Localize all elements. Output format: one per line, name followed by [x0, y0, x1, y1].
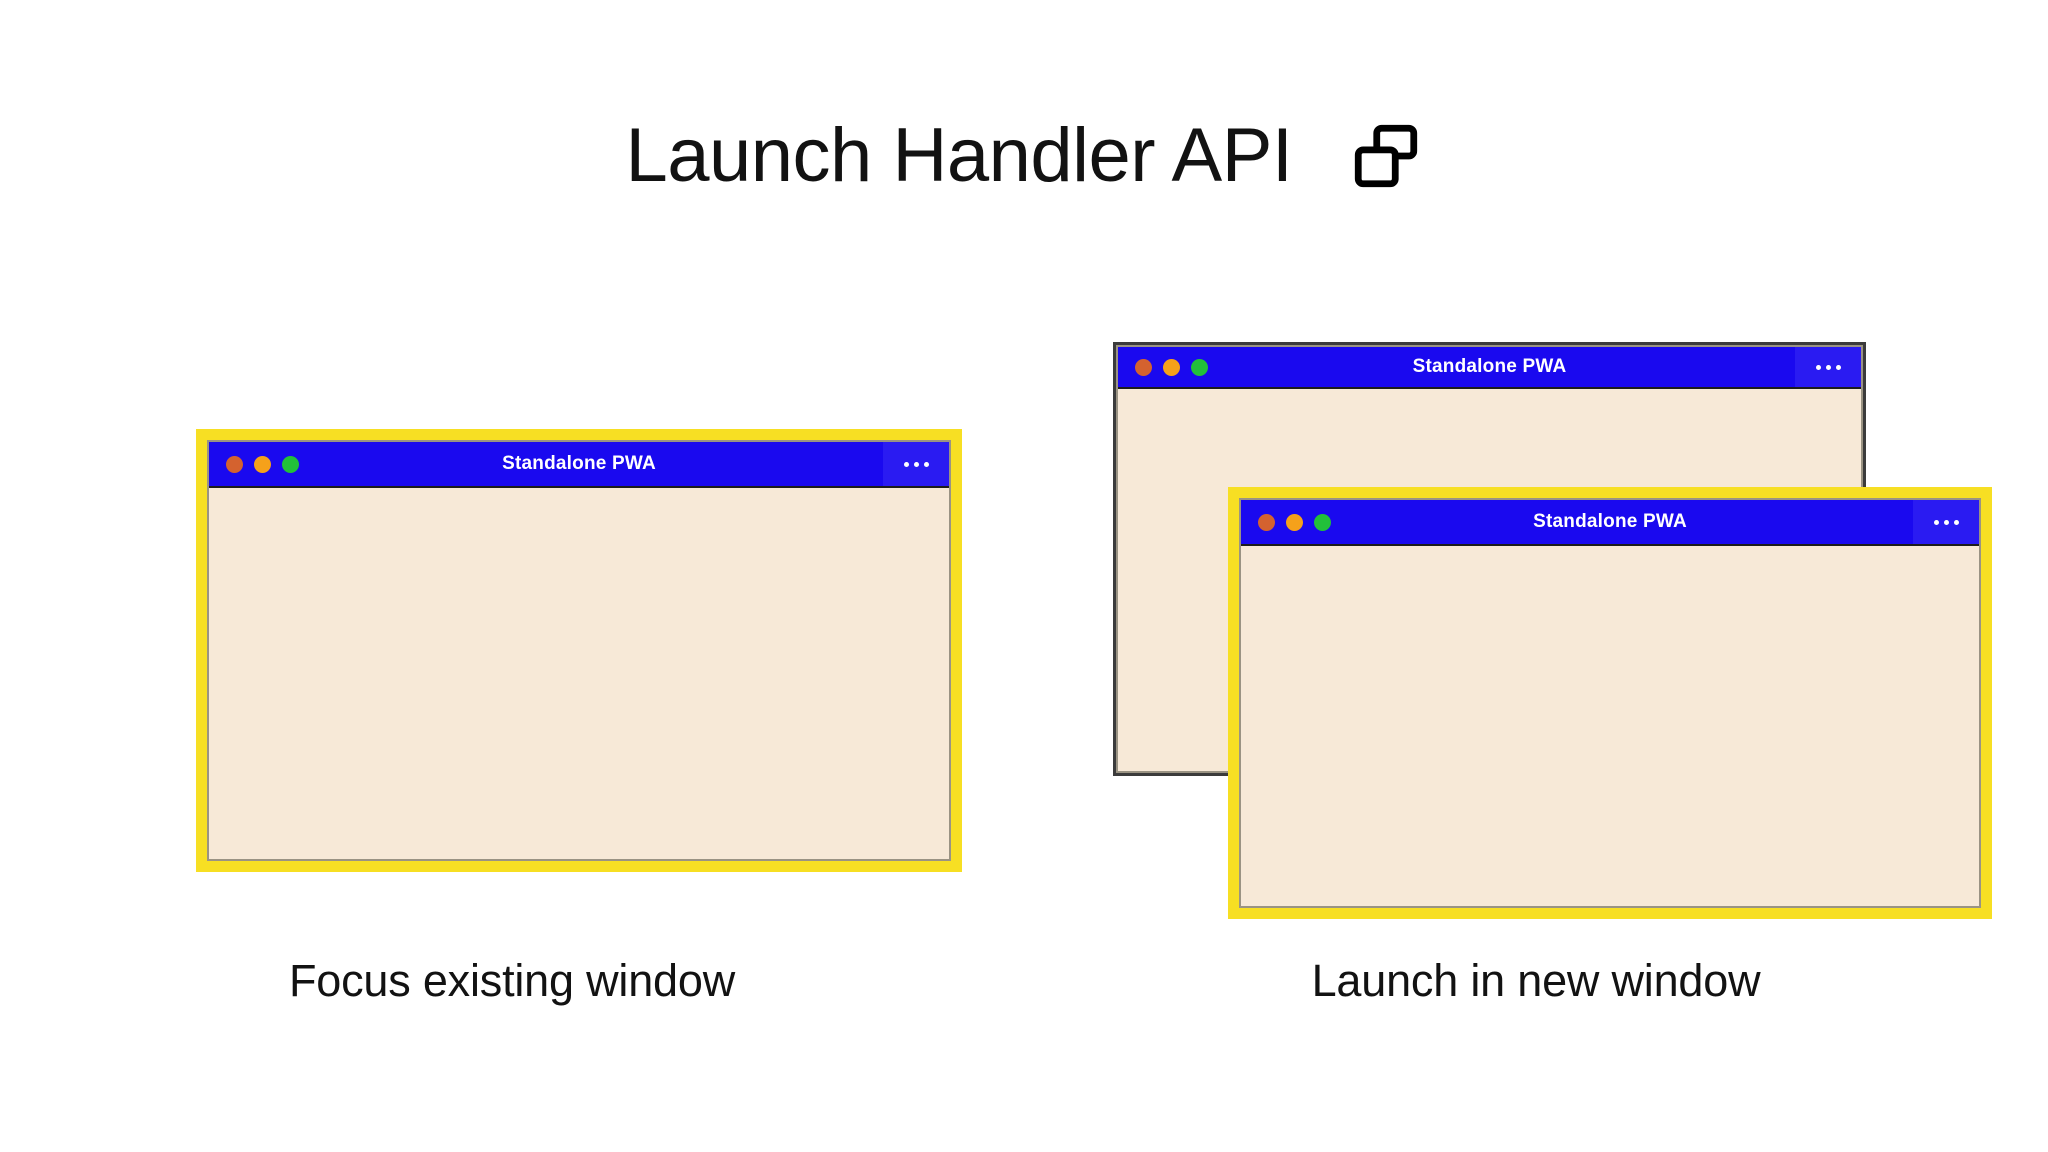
window-frame: Standalone PWA — [207, 440, 951, 861]
page-title: Launch Handler API — [625, 113, 1293, 198]
window-controls — [1118, 358, 1208, 376]
window-content-area — [1241, 546, 1979, 906]
window-titlebar[interactable]: Standalone PWA — [1118, 347, 1861, 389]
window-titlebar[interactable]: Standalone PWA — [1241, 500, 1979, 546]
close-dot-icon[interactable] — [226, 455, 243, 473]
close-dot-icon[interactable] — [1135, 358, 1152, 376]
caption-focus-existing: Focus existing window — [289, 955, 735, 1006]
menu-dot-2 — [1825, 364, 1831, 370]
window-frame: Standalone PWA — [1239, 498, 1981, 908]
menu-dot-3 — [1835, 364, 1841, 370]
window-title: Standalone PWA — [1533, 511, 1687, 532]
caption-launch-new: Launch in new window — [1311, 955, 1761, 1006]
overflow-menu-icon[interactable] — [1795, 347, 1861, 387]
overflow-menu-icon[interactable] — [1913, 500, 1979, 544]
minimize-dot-icon[interactable] — [1163, 358, 1180, 376]
page-heading: Launch Handler API — [0, 118, 2048, 194]
window-controls — [1241, 513, 1331, 531]
menu-dot-2 — [1943, 519, 1949, 525]
window-title: Standalone PWA — [1412, 356, 1567, 377]
minimize-dot-icon[interactable] — [254, 455, 271, 473]
multi-window-icon — [1354, 124, 1417, 188]
menu-dot-1 — [1815, 364, 1821, 370]
window-controls — [209, 455, 299, 473]
menu-dot-3 — [923, 461, 929, 467]
overflow-menu-icon[interactable] — [883, 442, 949, 486]
maximize-dot-icon[interactable] — [1314, 513, 1331, 531]
close-dot-icon[interactable] — [1258, 513, 1275, 531]
window-title: Standalone PWA — [502, 453, 656, 474]
menu-dot-1 — [903, 461, 909, 467]
menu-dot-2 — [913, 461, 919, 467]
panel-focus-existing: Standalone PWA Focus existing window — [196, 429, 962, 1006]
window-focused-existing[interactable]: Standalone PWA — [196, 429, 962, 872]
menu-dot-3 — [1953, 519, 1959, 525]
maximize-dot-icon[interactable] — [1191, 358, 1208, 376]
window-titlebar[interactable]: Standalone PWA — [209, 442, 949, 488]
window-new-focused[interactable]: Standalone PWA — [1228, 487, 1992, 919]
window-content-area — [209, 488, 949, 859]
panel-launch-new: Standalone PWA S — [1024, 0, 2048, 1152]
minimize-dot-icon[interactable] — [1286, 513, 1303, 531]
maximize-dot-icon[interactable] — [282, 455, 299, 473]
menu-dot-1 — [1933, 519, 1939, 525]
